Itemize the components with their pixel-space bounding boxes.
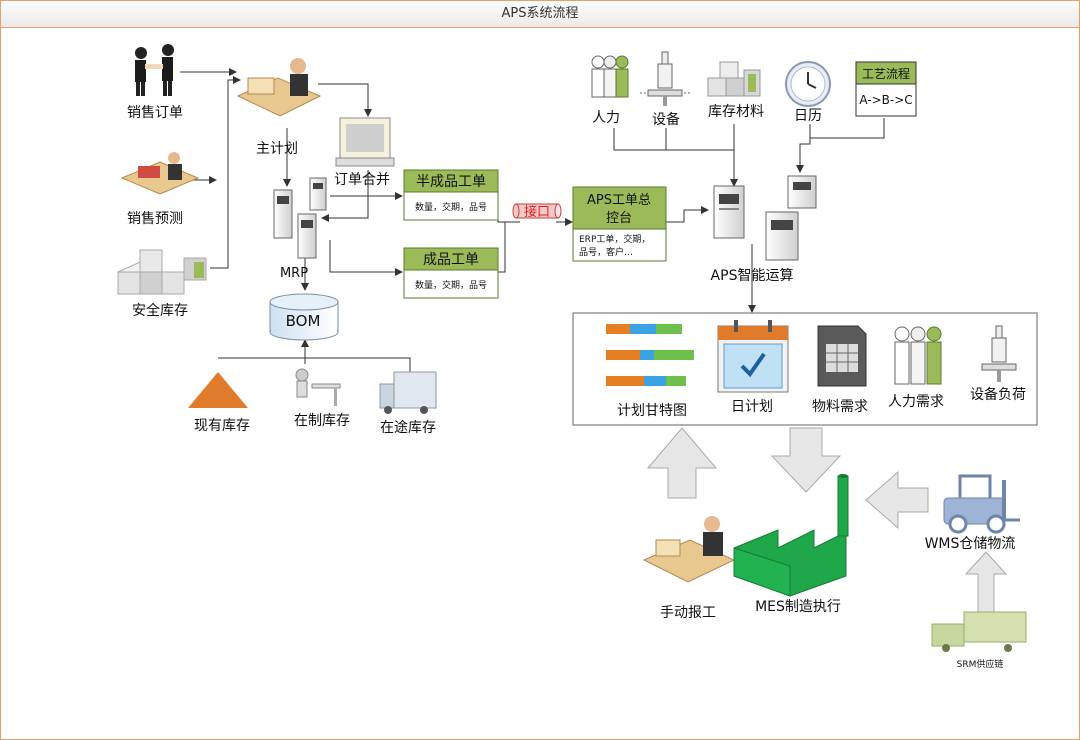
finished-work-order-fields: 数量，交期，品号 xyxy=(415,279,487,291)
computer-icon xyxy=(335,117,395,167)
daily-plan-label: 日计划 xyxy=(731,399,773,415)
wms-label: WMS仓储物流 xyxy=(925,536,1016,552)
console-title-line1: APS工单总 xyxy=(587,193,651,208)
mrp-server-icon xyxy=(273,177,327,259)
material-requirement-label: 物料需求 xyxy=(812,399,868,415)
mes-label: MES制造执行 xyxy=(755,599,841,615)
up-arrow-icon xyxy=(646,427,718,499)
on-hand-stock-label: 现有库存 xyxy=(194,418,250,434)
forecast-desk-icon xyxy=(120,152,200,195)
interface-label: 接口 xyxy=(524,204,550,220)
safety-stock-label: 安全库存 xyxy=(132,302,188,319)
supply-truck-icon xyxy=(931,611,1027,652)
aps-console-box[interactable]: APS工单总 控台 ERP工单，交期， 品号，客户… xyxy=(572,186,667,262)
manpower-requirement-label: 人力需求 xyxy=(888,394,944,410)
people-icon xyxy=(591,55,629,98)
process-flow-steps: A->B->C xyxy=(859,93,912,107)
forklift-icon xyxy=(943,474,1020,534)
semi-work-order-fields: 数量，交期，品号 xyxy=(415,201,487,213)
aps-engine-server-icon xyxy=(713,175,817,261)
console-fields-line1: ERP工单，交期， xyxy=(579,233,650,245)
equipment-load-icon xyxy=(981,325,1017,382)
wip-stock-label: 在制库存 xyxy=(294,413,350,429)
handshake-icon xyxy=(135,44,174,96)
manpower-label: 人力 xyxy=(592,110,620,126)
inventory-material-label: 库存材料 xyxy=(708,104,764,120)
bom-database-icon xyxy=(269,293,339,341)
mrp-label: MRP xyxy=(280,266,308,281)
worker-icon xyxy=(295,368,341,406)
manpower-requirement-icon xyxy=(894,326,942,385)
bom-label: BOM xyxy=(286,312,321,330)
semi-work-order-title: 半成品工单 xyxy=(416,174,486,190)
console-title-line2: 控台 xyxy=(606,211,632,226)
window-title: APS系统流程 xyxy=(1,1,1079,28)
finished-work-order-box[interactable]: 成品工单 数量，交期，品号 xyxy=(403,247,499,299)
inventory-boxes-icon xyxy=(707,61,761,97)
master-plan-label: 主计划 xyxy=(256,141,298,157)
finished-work-order-title: 成品工单 xyxy=(423,252,479,268)
clock-icon xyxy=(785,61,831,107)
daily-calendar-icon xyxy=(717,320,789,393)
srm-label: SRM供应链 xyxy=(957,658,1004,670)
stock-pile-icon xyxy=(188,372,248,408)
in-transit-stock-label: 在途库存 xyxy=(380,419,436,436)
process-flow-box[interactable]: 工艺流程 A->B->C xyxy=(855,61,917,117)
factory-icon xyxy=(733,474,849,597)
equipment-label: 设备 xyxy=(652,111,680,128)
interface-connector-icon xyxy=(512,203,562,219)
spreadsheet-icon xyxy=(817,325,867,387)
down-arrow-icon xyxy=(770,427,842,493)
manual-report-desk-icon xyxy=(642,516,736,583)
left-arrow-icon xyxy=(865,470,929,530)
equipment-load-label: 设备负荷 xyxy=(970,386,1026,403)
stock-boxes-icon xyxy=(116,249,207,295)
truck-icon xyxy=(379,371,437,414)
console-fields-line2: 品号，客户… xyxy=(579,246,633,258)
gantt-chart-icon xyxy=(606,324,694,386)
order-merge-label: 订单合并 xyxy=(334,172,390,188)
calendar-label: 日历 xyxy=(794,108,822,124)
gantt-label: 计划甘特图 xyxy=(617,403,687,419)
semi-work-order-box[interactable]: 半成品工单 数量，交期，品号 xyxy=(403,169,499,221)
process-flow-title: 工艺流程 xyxy=(862,66,910,81)
sales-order-label: 销售订单 xyxy=(127,105,183,121)
connectors xyxy=(180,68,885,378)
planner-desk-icon xyxy=(236,58,322,117)
manual-report-label: 手动报工 xyxy=(660,605,716,621)
aps-engine-label: APS智能运算 xyxy=(711,268,794,284)
up-arrow-icon xyxy=(964,551,1008,613)
sales-forecast-label: 销售预测 xyxy=(127,211,183,227)
machine-icon xyxy=(640,51,690,106)
